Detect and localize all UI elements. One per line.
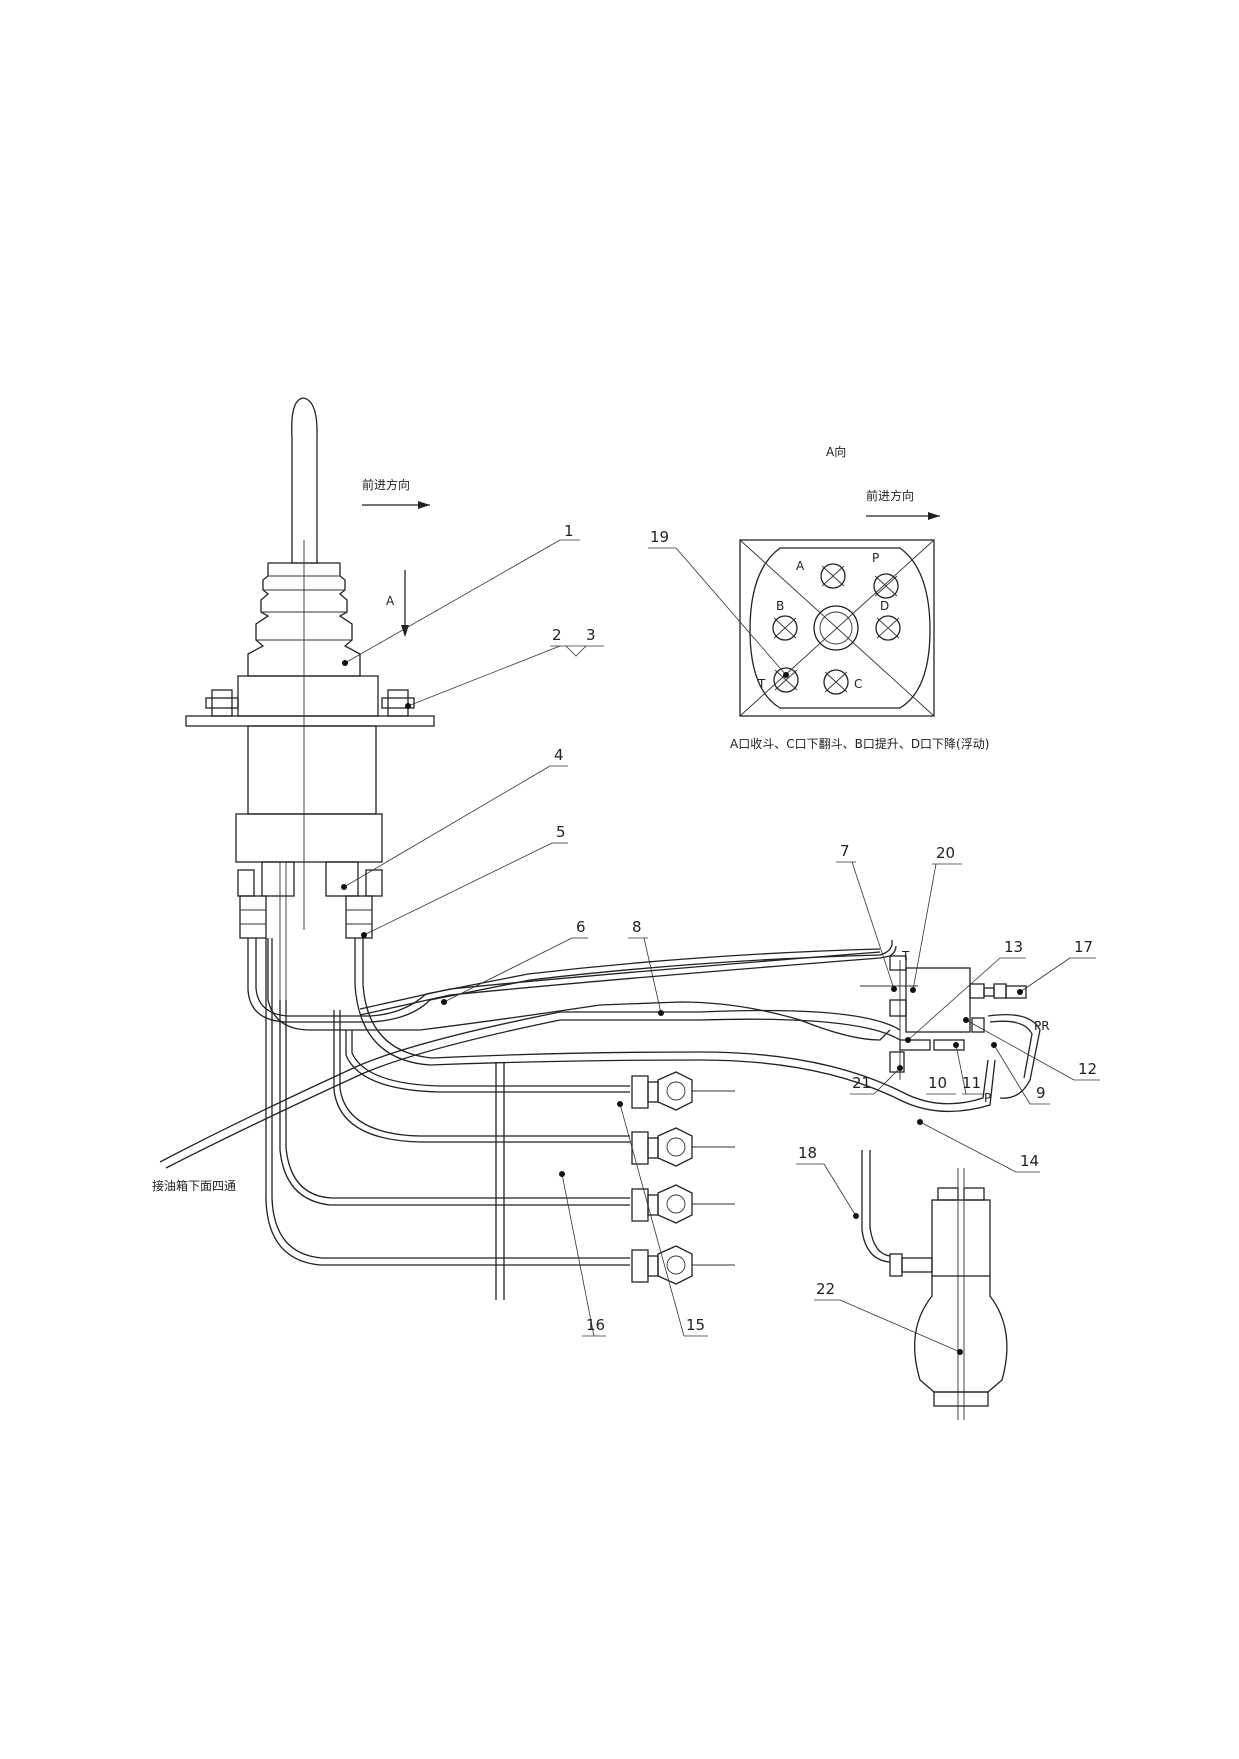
port-p-label: P xyxy=(872,551,879,565)
part-number-12: 12 xyxy=(1078,1060,1097,1078)
forward-direction-indicator: 前进方向 xyxy=(362,477,430,509)
part-number-7: 7 xyxy=(840,842,850,860)
port-function-legend: A口收斗、C口下翻斗、B口提升、D口下降(浮动) xyxy=(730,736,989,751)
part-number-8: 8 xyxy=(632,918,642,936)
part-number-20: 20 xyxy=(936,844,955,862)
forward-direction-label: 前进方向 xyxy=(362,477,410,492)
port-c-label: C xyxy=(854,677,862,691)
port-c: C xyxy=(823,669,862,695)
port-d-label: D xyxy=(880,599,889,613)
part-number-10: 10 xyxy=(928,1074,947,1092)
part-number-2: 2 xyxy=(552,626,562,644)
part-number-1: 1 xyxy=(564,522,574,540)
valve-port-t: T xyxy=(901,949,910,963)
part-number-4: 4 xyxy=(554,746,564,764)
view-arrow-label: A xyxy=(386,594,395,608)
tank-connection-note: 接油箱下面四通 xyxy=(152,1178,236,1193)
port-p: P xyxy=(872,551,899,599)
view-a-section: A向 前进方向 A P B D xyxy=(730,444,989,751)
part-number-19: 19 xyxy=(650,528,669,546)
part-number-21: 21 xyxy=(852,1074,871,1092)
port-a: A xyxy=(796,559,846,589)
fitting-1 xyxy=(631,1071,735,1111)
valve-port-p: P xyxy=(984,1091,991,1105)
part-number-9: 9 xyxy=(1036,1084,1046,1102)
valve-block: T P PR xyxy=(860,949,1050,1105)
view-forward-direction-label: 前进方向 xyxy=(866,488,914,503)
port-t: T xyxy=(757,667,799,693)
pilot-accumulator xyxy=(861,1150,1008,1420)
part-number-22: 22 xyxy=(816,1280,835,1298)
manifold-fittings xyxy=(631,1071,735,1285)
view-a-arrow: A xyxy=(386,570,409,637)
part-number-18: 18 xyxy=(798,1144,817,1162)
part-number-14: 14 xyxy=(1020,1152,1039,1170)
part-number-3: 3 xyxy=(586,626,596,644)
part-number-17: 17 xyxy=(1074,938,1093,956)
part-number-16: 16 xyxy=(586,1316,605,1334)
view-a-title: A向 xyxy=(826,444,846,459)
port-t-label: T xyxy=(757,677,766,691)
part-number-15: 15 xyxy=(686,1316,705,1334)
port-a-label: A xyxy=(796,559,805,573)
port-b-label: B xyxy=(776,599,784,613)
port-d: D xyxy=(875,599,901,641)
part-number-5: 5 xyxy=(556,823,566,841)
pipe-network xyxy=(159,938,1041,1300)
valve-port-pr: PR xyxy=(1034,1019,1050,1033)
part-number-13: 13 xyxy=(1004,938,1023,956)
port-b: B xyxy=(772,599,798,641)
joystick-assembly xyxy=(185,397,435,1000)
fitting-4 xyxy=(631,1245,735,1285)
fitting-2 xyxy=(631,1127,735,1167)
part-number-6: 6 xyxy=(576,918,586,936)
part-callouts: 1 2 3 4 5 6 8 7 20 13 xyxy=(341,522,1100,1355)
part-number-11: 11 xyxy=(962,1074,981,1092)
